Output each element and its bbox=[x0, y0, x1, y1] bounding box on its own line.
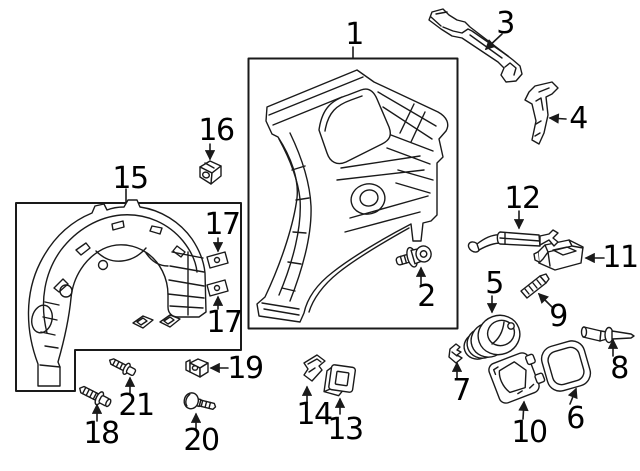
arrow-to-part-9 bbox=[537, 292, 554, 309]
callout-label-21: 21 bbox=[118, 388, 155, 423]
part-11-bracket-art bbox=[533, 239, 584, 271]
callout-label-18: 18 bbox=[83, 416, 120, 451]
callout-label-1: 1 bbox=[345, 17, 364, 52]
group-box-part-15 bbox=[15, 202, 242, 392]
callout-label-7: 7 bbox=[452, 373, 471, 408]
callout-label-14: 14 bbox=[296, 397, 333, 432]
callout-label-8: 8 bbox=[610, 351, 629, 386]
callout-label-17-top: 17 bbox=[204, 207, 241, 242]
part-19-clip-art bbox=[185, 358, 209, 378]
callout-label-15: 15 bbox=[112, 161, 149, 196]
arrow-to-part-6 bbox=[567, 387, 578, 405]
callout-arrows bbox=[91, 33, 619, 430]
callout-label-9: 9 bbox=[549, 299, 568, 334]
part-2-bolt-art bbox=[395, 245, 432, 268]
callout-label-2: 2 bbox=[417, 279, 436, 314]
arrow-to-part-3 bbox=[484, 33, 503, 51]
callout-label-4: 4 bbox=[569, 101, 588, 136]
callout-label-6: 6 bbox=[566, 401, 585, 436]
callout-label-13: 13 bbox=[327, 412, 364, 447]
part-5-grommet-art bbox=[463, 314, 521, 360]
part-12-opener-art bbox=[467, 229, 559, 253]
part-20-screw-art bbox=[183, 392, 217, 410]
part-4-bracket-art bbox=[524, 81, 559, 145]
callout-label-17-bottom: 17 bbox=[206, 305, 243, 340]
part-7-clip-art bbox=[448, 343, 463, 364]
part-17-clip-top-art bbox=[206, 251, 229, 269]
callout-label-5: 5 bbox=[485, 266, 504, 301]
callout-label-12: 12 bbox=[504, 181, 541, 216]
arrow-to-part-4 bbox=[548, 113, 567, 124]
part-8-rivet-art bbox=[580, 326, 635, 344]
part-13-grommet-art bbox=[323, 364, 357, 397]
part-21-screw-art bbox=[108, 358, 137, 377]
callout-label-3: 3 bbox=[496, 6, 515, 41]
part-1-quarter-panel-art bbox=[256, 69, 449, 323]
part-16-clip-art bbox=[199, 160, 222, 185]
part-14-clip-art bbox=[303, 354, 326, 382]
part-18-screw-art bbox=[79, 385, 112, 408]
callout-label-19: 19 bbox=[227, 351, 264, 386]
callout-label-11: 11 bbox=[602, 240, 639, 275]
part-10-fuel-door-art bbox=[488, 352, 546, 404]
part-9-screw-art bbox=[520, 273, 550, 299]
part-6-seal-art bbox=[540, 340, 592, 392]
callout-label-20: 20 bbox=[183, 423, 220, 458]
callout-label-10: 10 bbox=[511, 415, 548, 450]
part-15-fender-liner-art bbox=[27, 199, 207, 387]
callout-label-16: 16 bbox=[198, 113, 235, 148]
arrow-to-part-10 bbox=[518, 400, 529, 420]
part-17-clip-bottom-art bbox=[206, 279, 229, 297]
